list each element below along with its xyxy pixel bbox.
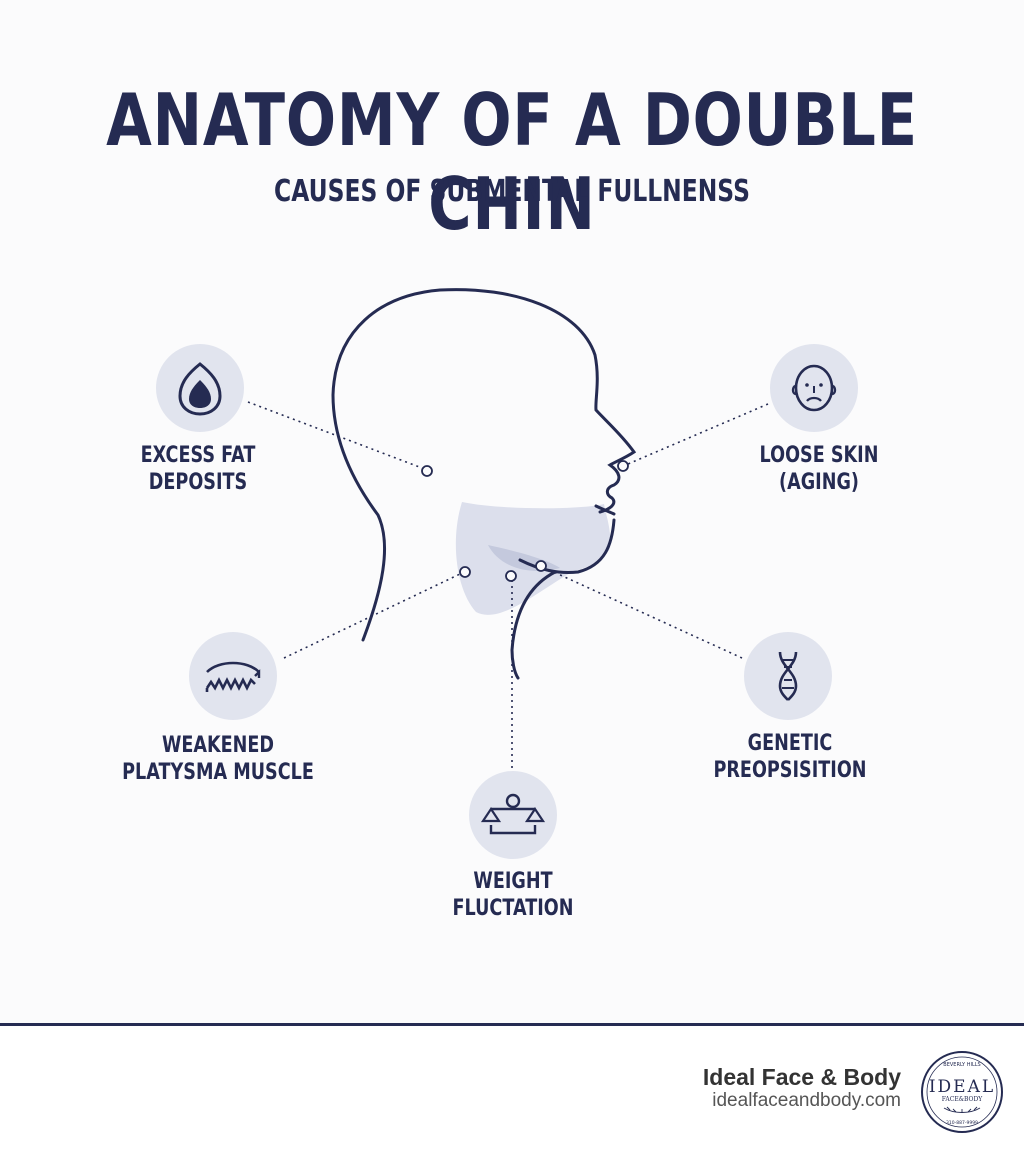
- muscle-icon-badge: [189, 632, 277, 720]
- scale-icon: [480, 793, 546, 835]
- label-weakened-muscle: WEAKENED PLATYSMA MUSCLE: [122, 733, 314, 785]
- skin-icon-badge: [770, 344, 858, 432]
- brand-logo: BEVERLY HILLS IDEAL FACE&BODY 310-887-99…: [921, 1051, 1003, 1133]
- head-diagram: [247, 288, 769, 770]
- point-genetic: [535, 560, 547, 572]
- label-excess-fat: EXCESS FAT DEPOSITS: [140, 443, 256, 495]
- page-title: ANATOMY OF A DOUBLE CHIN: [106, 78, 918, 246]
- head-outline: [331, 288, 637, 642]
- svg-text:FACE&BODY: FACE&BODY: [942, 1096, 984, 1103]
- weight-icon-badge: [469, 771, 557, 859]
- connector-muscle: [283, 573, 461, 659]
- svg-text:BEVERLY HILLS: BEVERLY HILLS: [943, 1062, 980, 1068]
- svg-text:IDEAL: IDEAL: [929, 1077, 995, 1097]
- point-muscle: [459, 566, 471, 578]
- footer-divider: [0, 1023, 1024, 1026]
- mouth-line: [594, 504, 616, 516]
- label-loose-skin: LOOSE SKIN (AGING): [759, 443, 879, 495]
- connector-genetic: [544, 567, 743, 659]
- footer: [0, 1026, 1024, 1154]
- brand-name: Ideal Face & Body: [702, 1064, 901, 1090]
- muscle-spring-icon: [205, 661, 261, 692]
- fat-icon-badge: [156, 344, 244, 432]
- brand-url[interactable]: idealfaceandbody.com: [712, 1090, 901, 1111]
- connector-fat: [247, 401, 423, 469]
- label-weight: WEIGHT FLUCTATION: [452, 869, 574, 921]
- fat-drop-icon: [178, 362, 222, 416]
- genetic-icon-badge: [744, 632, 832, 720]
- sad-face-icon: [791, 364, 837, 412]
- page-subtitle: CAUSES OF SUBMENTAL FULLNENSS: [274, 174, 750, 209]
- neck-front-line: [510, 570, 557, 680]
- dna-icon: [778, 651, 798, 701]
- connector-skin: [627, 403, 769, 465]
- svg-text:310-887-9999: 310-887-9999: [946, 1120, 978, 1126]
- point-skin: [617, 460, 629, 472]
- label-genetic: GENETIC PREOPSISITION: [713, 731, 867, 783]
- point-weight: [505, 570, 517, 582]
- point-fat: [421, 465, 433, 477]
